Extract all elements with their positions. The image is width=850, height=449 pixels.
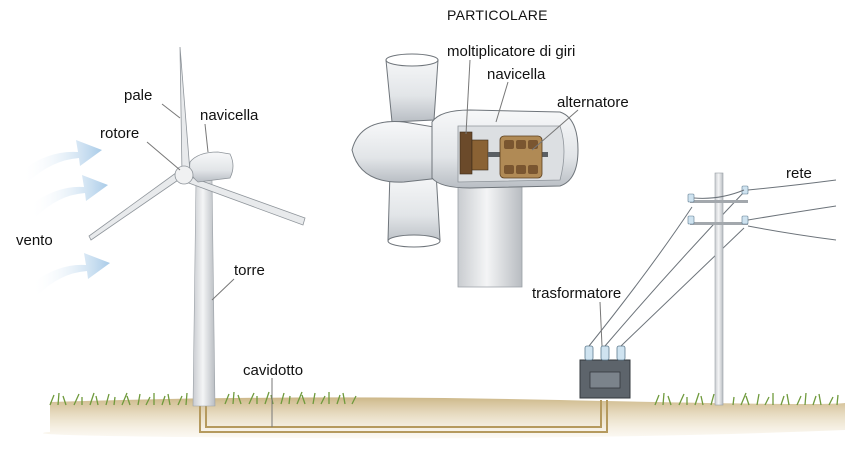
grid-lines — [693, 179, 837, 241]
turbine-nacelle — [174, 151, 234, 185]
label-trasformatore: trasformatore — [532, 285, 621, 302]
ground — [42, 397, 845, 439]
label-rotore: rotore — [100, 125, 139, 142]
underground-cable — [199, 400, 608, 433]
label-navicella: navicella — [200, 107, 259, 124]
detail-title: PARTICOLARE — [447, 7, 548, 23]
turbine-blades — [88, 46, 306, 241]
label-vento: vento — [16, 232, 53, 249]
grass — [49, 391, 839, 406]
label-navicella-detail: navicella — [487, 66, 546, 83]
label-alternatore: alternatore — [557, 94, 629, 111]
label-pale: pale — [124, 87, 152, 104]
label-torre: torre — [234, 262, 265, 279]
utility-pole — [687, 172, 749, 406]
label-moltiplicatore: moltiplicatore di giri — [447, 43, 575, 60]
label-rete: rete — [786, 165, 812, 182]
leader-lines — [146, 59, 603, 427]
detail-view — [351, 53, 579, 288]
transformer — [579, 345, 631, 399]
label-cavidotto: cavidotto — [243, 362, 303, 379]
turbine-tower — [192, 179, 216, 407]
transformer-lines — [588, 191, 745, 347]
wind-arrows — [22, 140, 110, 295]
